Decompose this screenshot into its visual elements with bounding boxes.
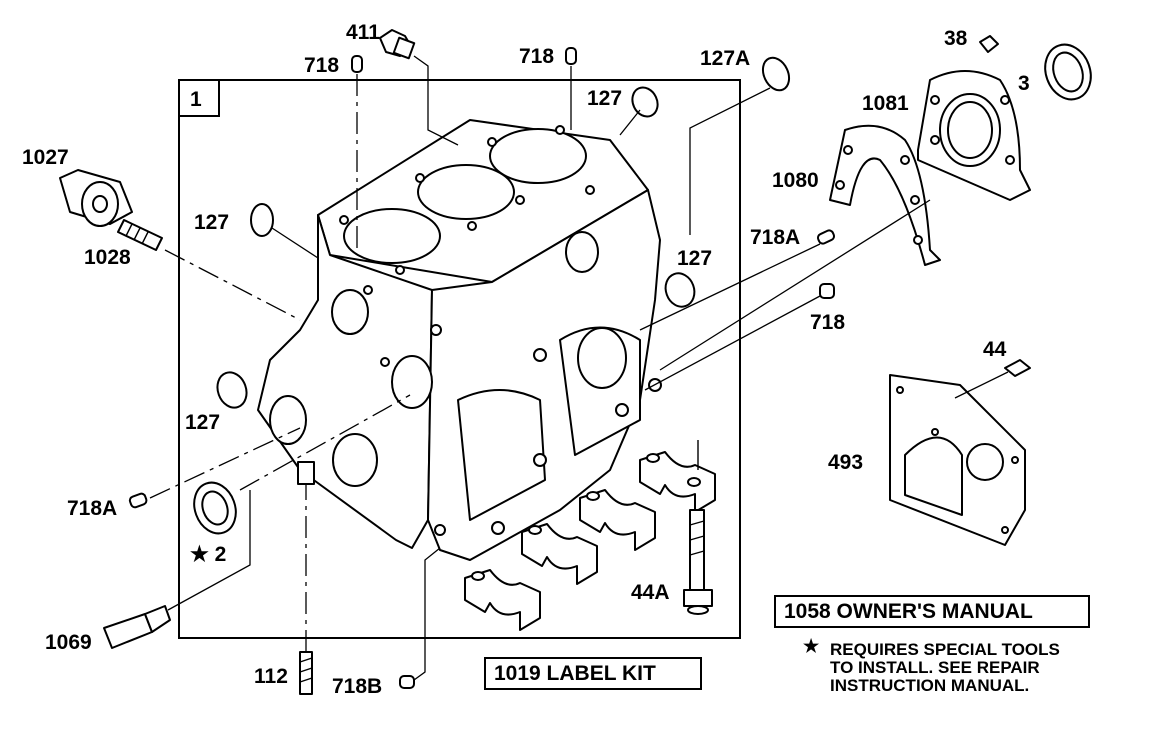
callout-718A-left: 718A: [67, 497, 118, 520]
frame-number: 1: [190, 88, 202, 111]
callout-493: 493: [828, 451, 864, 474]
callout-2: ★ 2: [190, 544, 226, 565]
callout-1028: 1028: [84, 246, 131, 269]
callout-127A: 127A: [700, 47, 751, 70]
callout-1069: 1069: [45, 631, 92, 654]
sender-1069: [103, 605, 171, 649]
callout-1081: 1081: [862, 92, 909, 115]
frame-label-box: [178, 79, 220, 117]
callout-127-left: 127: [194, 211, 230, 234]
filter-fitting: [117, 219, 163, 251]
seal-housing: [917, 70, 1031, 201]
label-kit-box: 1019 LABEL KIT: [484, 657, 702, 690]
callout-127-top: 127: [587, 87, 623, 110]
note-star-icon: ★: [803, 636, 820, 656]
callout-1080: 1080: [772, 169, 819, 192]
callout-718B: 718B: [332, 675, 383, 698]
callout-718A-right: 718A: [750, 226, 801, 249]
callout-44: 44: [983, 338, 1007, 361]
note-line-3: INSTRUCTION MANUAL.: [830, 676, 1030, 695]
callout-718-top: 718: [519, 45, 555, 68]
note-line-2: TO INSTALL. SEE REPAIR: [830, 658, 1040, 677]
callout-112: 112: [254, 665, 288, 688]
callout-3: 3: [1018, 72, 1030, 95]
callout-127-right: 127: [677, 247, 713, 270]
adapter-plate: [889, 374, 1026, 546]
callout-2-number: 2: [214, 543, 227, 566]
note-line-1: REQUIRES SPECIAL TOOLS: [830, 640, 1060, 659]
callout-44A: 44A: [631, 581, 670, 604]
assembly-frame: [178, 79, 741, 639]
callout-1027: 1027: [22, 146, 69, 169]
callout-127-low: 127: [185, 411, 221, 434]
callout-718-top-left: 718: [304, 54, 340, 77]
callout-38: 38: [944, 27, 968, 50]
plug-411: [379, 29, 416, 60]
callout-718-right: 718: [810, 311, 846, 334]
star-icon: ★: [190, 543, 209, 566]
main-bearing-caps: [464, 451, 716, 631]
oil-filter: [59, 169, 133, 227]
owners-manual-box: 1058 OWNER'S MANUAL: [774, 595, 1090, 628]
bolt-44A: [683, 440, 713, 615]
rear-seal-retainer: [829, 124, 941, 266]
callout-411: 411: [346, 21, 380, 44]
